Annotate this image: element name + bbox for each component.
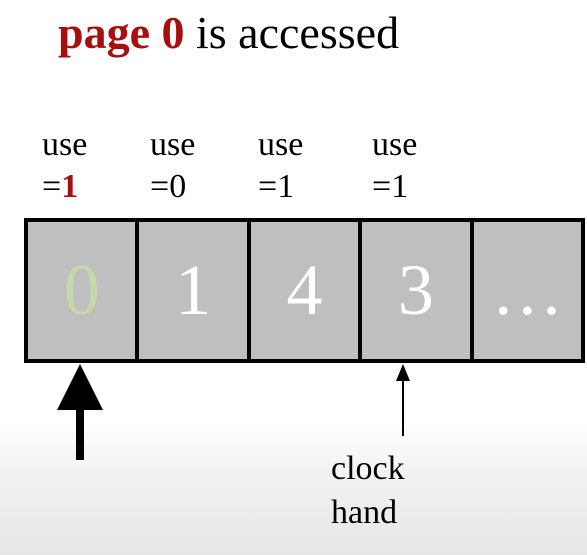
page-title: page 0 is accessed <box>58 7 400 59</box>
use-value: 1 <box>277 168 295 205</box>
accessed-page-label: page 0 <box>58 7 185 58</box>
access-arrow <box>57 364 103 460</box>
use-label: use <box>42 126 88 163</box>
frame-cell: 1 <box>139 222 251 359</box>
frame-cell: 4 <box>250 222 363 359</box>
frame-cell: 0 <box>28 222 140 359</box>
clock-hand-label: clock hand <box>331 450 405 531</box>
frame-cell-ellipsis: … <box>473 222 582 359</box>
use-label: use <box>258 126 304 163</box>
page-frame-row: 0 1 4 3 … <box>24 218 585 363</box>
frame-cell: 3 <box>362 222 474 359</box>
use-label: use <box>372 126 418 163</box>
use-bit-frame-0: use =1 <box>42 124 122 208</box>
use-value: 1 <box>391 168 409 205</box>
use-label: use <box>150 126 196 163</box>
use-bit-frame-1: use =0 <box>150 124 230 208</box>
use-value: 0 <box>169 168 187 205</box>
title-suffix: is accessed <box>184 7 400 58</box>
use-bit-frame-2: use =1 <box>258 124 338 208</box>
use-bit-frame-3: use =1 <box>372 124 452 208</box>
use-value: 1 <box>61 168 79 205</box>
clock-hand-arrow <box>396 364 410 436</box>
